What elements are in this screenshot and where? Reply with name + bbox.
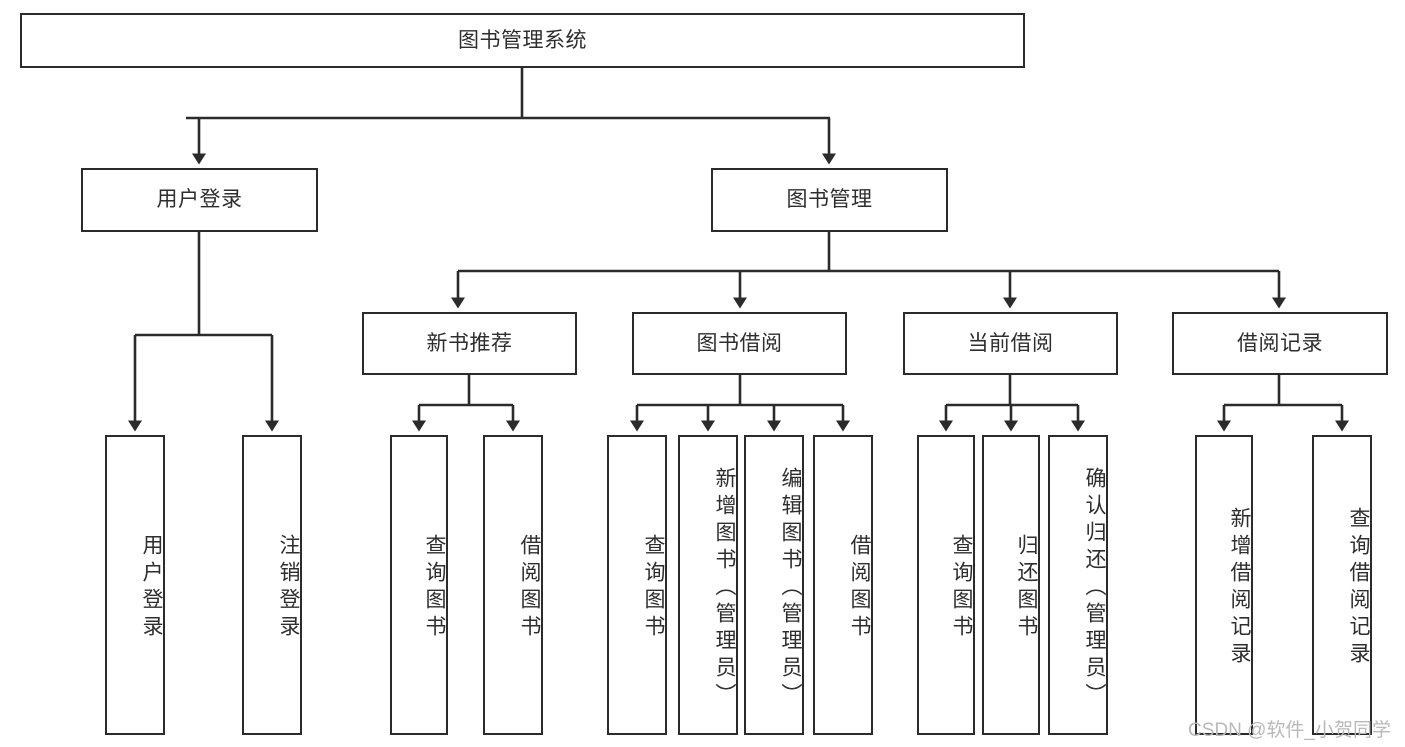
node-new-book-rec[interactable]: 新书推荐 [362, 312, 577, 375]
node-label: 借阅图书 [518, 534, 541, 642]
node-label: 注销登录 [277, 534, 300, 642]
node-label: 查询图书 [950, 534, 973, 642]
node-label: 图书管理系统 [458, 28, 587, 52]
node-leaf-borrow-2[interactable]: 借阅图书 [813, 435, 873, 735]
node-label: 借阅图书 [848, 534, 871, 642]
node-leaf-logout[interactable]: 注销登录 [242, 435, 302, 735]
node-root[interactable]: 图书管理系统 [20, 13, 1025, 68]
node-label: 查询借阅记录 [1347, 507, 1370, 669]
node-label: 用户登录 [140, 534, 163, 642]
node-book-borrow[interactable]: 图书借阅 [632, 312, 847, 375]
node-leaf-confirm[interactable]: 确认归还（管理员） [1048, 435, 1108, 735]
watermark-text: CSDN @软件_小贺同学 [1188, 720, 1391, 741]
node-leaf-borrow-1[interactable]: 借阅图书 [483, 435, 543, 735]
node-book-manage[interactable]: 图书管理 [711, 168, 948, 232]
node-label: 图书管理 [786, 188, 873, 212]
node-label: 查询图书 [423, 534, 446, 642]
node-label: 新增图书（管理员） [713, 466, 736, 710]
node-leaf-query-3[interactable]: 查询图书 [917, 435, 975, 735]
node-label: 新增借阅记录 [1228, 507, 1251, 669]
node-label: 用户登录 [156, 188, 243, 212]
node-leaf-return[interactable]: 归还图书 [982, 435, 1040, 735]
node-leaf-user-login[interactable]: 用户登录 [105, 435, 165, 735]
node-borrow-record[interactable]: 借阅记录 [1172, 312, 1388, 375]
node-user-login[interactable]: 用户登录 [81, 168, 318, 232]
node-leaf-edit-book[interactable]: 编辑图书（管理员） [744, 435, 804, 735]
node-current-borrow[interactable]: 当前借阅 [903, 312, 1118, 375]
node-leaf-add-book[interactable]: 新增图书（管理员） [678, 435, 738, 735]
node-label: 借阅记录 [1237, 331, 1323, 355]
node-leaf-query-1[interactable]: 查询图书 [390, 435, 448, 735]
node-label: 编辑图书（管理员） [779, 466, 802, 710]
node-label: 确认归还（管理员） [1083, 466, 1106, 710]
node-label: 图书借阅 [696, 331, 783, 355]
node-label: 新书推荐 [426, 331, 513, 355]
node-leaf-query-rec[interactable]: 查询借阅记录 [1312, 435, 1372, 735]
node-label: 查询图书 [642, 534, 665, 642]
node-leaf-query-2[interactable]: 查询图书 [607, 435, 667, 735]
node-label: 当前借阅 [967, 331, 1054, 355]
node-leaf-add-rec[interactable]: 新增借阅记录 [1195, 435, 1253, 735]
node-label: 归还图书 [1015, 534, 1038, 642]
